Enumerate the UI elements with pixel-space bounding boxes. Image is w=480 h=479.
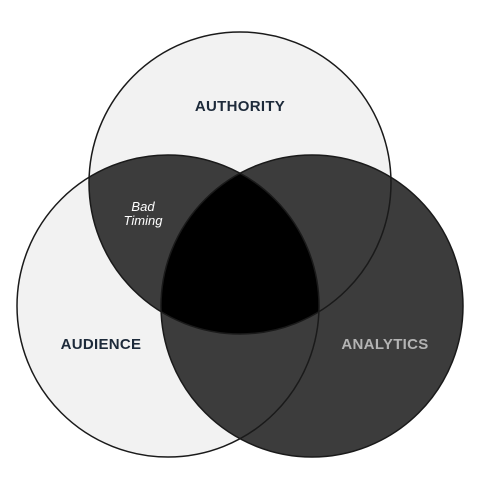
overlap-label-line2: Timing (124, 213, 164, 228)
authority-label: AUTHORITY (195, 98, 285, 115)
audience-label: AUDIENCE (61, 336, 142, 353)
audience-circle-outline (16, 154, 320, 458)
analytics-label: ANALYTICS (341, 336, 428, 353)
authority-circle-outline (88, 31, 392, 335)
analytics-circle-outline (160, 154, 464, 458)
center-triple-overlap (161, 155, 319, 334)
overlap-label-line1: Bad (131, 199, 155, 214)
